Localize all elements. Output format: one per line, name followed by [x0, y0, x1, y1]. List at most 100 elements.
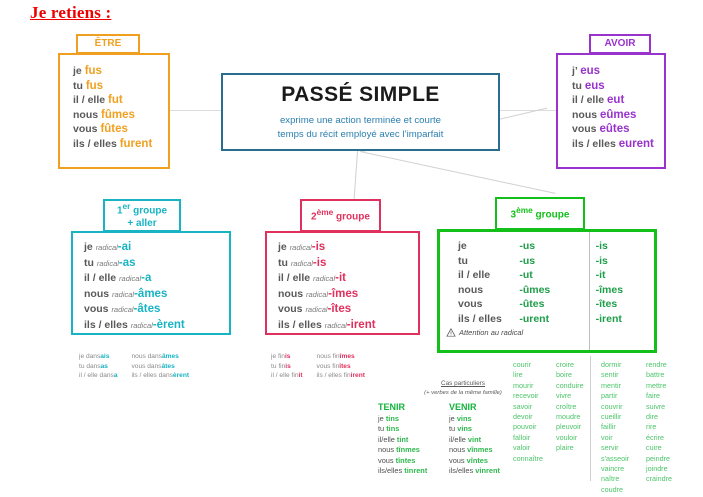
pronoun: je [449, 413, 457, 423]
verb-list-item: mettre [646, 380, 667, 390]
connector-etre [170, 110, 221, 111]
verb-list-item: courir [513, 360, 531, 369]
pronoun: nous [458, 283, 484, 296]
tenir-row: vous tîntes [378, 456, 427, 466]
stem: vous fin [316, 362, 340, 370]
ending: -ai [117, 241, 132, 253]
verb-list-item: naître [601, 474, 620, 484]
etre-row: tu fus [73, 79, 168, 94]
tenir-row: nous tînmes [378, 445, 427, 455]
tenir-row: ils/elles tinrent [378, 466, 427, 476]
pronoun: il / elle [84, 272, 120, 285]
pronoun: ils / elles [73, 137, 120, 150]
connector-avoir [500, 110, 556, 111]
avoir-row: vous eûtes [572, 122, 664, 137]
group2-tab[interactable]: 2ème groupe [300, 199, 381, 232]
passe-simple-heading: PASSÉ SIMPLE [281, 82, 440, 106]
pronoun: nous [449, 445, 468, 455]
stem: nous dans [131, 353, 162, 360]
stem: je fin [271, 353, 285, 360]
verb-form: furent [119, 137, 153, 150]
stem: je dans [79, 353, 101, 360]
venir-row: vous vîntes [449, 456, 500, 466]
verb-list-item: sentir [601, 370, 619, 380]
venir-row: nous vînmes [449, 445, 500, 455]
radical-label: radical [96, 258, 119, 268]
radical-label: radical [289, 243, 312, 252]
ending: -is [312, 256, 327, 269]
ending: irent [350, 372, 365, 380]
verb-list-item: cuire [646, 443, 662, 453]
stem: ils / elles fin [316, 372, 351, 380]
group1-tab[interactable]: 1er groupe + aller [103, 199, 181, 232]
verb-list-item: connaître [513, 453, 543, 463]
ending: -is [311, 241, 326, 253]
verb-list-item: suivre [646, 401, 666, 411]
ending-u: -us [519, 240, 536, 252]
stem: tu dans [79, 362, 101, 370]
radical-label: radical [306, 289, 329, 299]
verb-form: vins [456, 413, 472, 423]
group3-tab[interactable]: 3ème groupe [495, 197, 585, 230]
pronoun: nous [84, 287, 112, 300]
ending: -îmes [328, 287, 359, 300]
group1-example-line: tu dansas [79, 362, 118, 372]
pronoun: ils / elles [458, 312, 502, 325]
verb-list-item: vouloir [556, 432, 578, 442]
verb-list-item: faire [646, 391, 660, 401]
verb-form: tinrent [404, 465, 428, 475]
verb-form: fûmes [101, 108, 135, 121]
group1-tab-label-line2: + aller [127, 217, 157, 229]
pronoun: vous [73, 123, 101, 136]
group1-row: vous radical-âtes [84, 302, 229, 318]
verb-form: eurent [618, 137, 654, 150]
group2-example-line: vous finîtes [317, 362, 365, 372]
avoir-row: ils / elles eurent [572, 137, 664, 152]
stem: ils / elles dans [131, 372, 173, 380]
ending: èrent [172, 372, 190, 380]
special-cases-title: Cas particuliers [440, 380, 486, 387]
radical-label: radical [290, 258, 313, 268]
pronoun: je [73, 65, 85, 77]
pronoun: ils / elles [84, 318, 131, 331]
group2-row: je radical-is [278, 240, 418, 256]
verb-list-item: falloir [513, 432, 531, 442]
venir-row: ils/elles vinrent [449, 466, 500, 476]
special-cases-heading: Cas particuliers (+ verbes de la même fa… [408, 380, 518, 397]
venir-row: je vins [449, 414, 500, 424]
pronoun: nous [378, 445, 397, 455]
verb-list-item: conduire [556, 380, 584, 390]
avoir-tab[interactable]: AVOIR [589, 34, 651, 54]
ending: -âtes [133, 303, 161, 316]
ending: a [113, 372, 118, 380]
verb-list-item: lire [513, 370, 523, 380]
group2-example-line: nous finîmes [317, 352, 365, 362]
group1-example-line: je dansais [79, 352, 118, 362]
ending-u: -ûtes [519, 298, 545, 311]
verb-form: fut [108, 94, 123, 107]
ending: it [298, 372, 303, 380]
radical-label: radical [95, 243, 118, 252]
verb-list-item: partir [601, 391, 618, 401]
avoir-tab-label: AVOIR [604, 37, 636, 49]
group2-row: tu radical-is [278, 256, 418, 272]
verb-list-item: mourir [513, 380, 534, 390]
etre-tab[interactable]: ÊTRE [76, 34, 140, 54]
ending: -îtes [327, 303, 352, 316]
verb-form: tîntes [395, 455, 416, 465]
radical-label: radical [111, 305, 134, 315]
group3-row: vous-ûtes-îtes [440, 297, 654, 312]
pronoun: tu [278, 256, 291, 269]
description-line-1: exprime une action terminée et courte [279, 114, 442, 126]
ending: -a [141, 272, 152, 285]
radical-label: radical [313, 274, 336, 284]
group3-row: je-us-is [440, 239, 654, 254]
verb-list-item: rendre [646, 360, 667, 369]
pronoun: je [278, 241, 290, 253]
verb-list-item: pleuvoir [556, 422, 582, 432]
